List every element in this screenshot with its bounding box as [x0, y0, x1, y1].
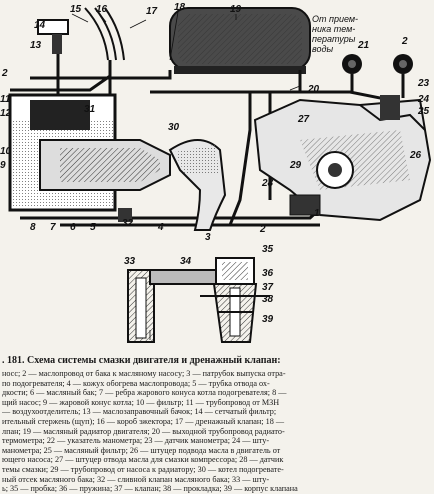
label-9: 9 [0, 160, 6, 171]
heater-boiler [39, 139, 227, 231]
figure-caption-title: . 181. Схема системы смазки двигателя и … [2, 355, 281, 366]
label-33: 33 [124, 256, 136, 267]
label-17: 17 [146, 6, 158, 17]
label-8: 8 [30, 222, 36, 233]
label-3: 3 [205, 232, 211, 243]
inset-line-3: пературы [312, 34, 356, 44]
caption-line: лпан; 19 — масляный радиатор двигателя; … [2, 426, 285, 436]
engine [253, 95, 432, 222]
label-6: 6 [70, 222, 76, 233]
label-4: 4 [157, 222, 164, 233]
caption-line: по подогревателя; 4 — кожух обогрева мас… [2, 378, 270, 388]
inset-line-2: ника тем- [312, 24, 355, 34]
label-35: 35 [262, 244, 274, 255]
label-28: 28 [261, 178, 274, 189]
label-34: 34 [180, 256, 192, 267]
oil-pump [118, 194, 321, 222]
ejector-box [84, 7, 125, 61]
caption-line: носс; 2 — маслопровод от бака к масляном… [2, 369, 286, 378]
thermometer-gauge [342, 54, 362, 74]
caption-line: темы смазки; 29 — трубопровод от насоса … [2, 464, 284, 474]
figure-caption-legend: носс; 2 — маслопровод от бака к масляном… [2, 369, 432, 494]
caption-line: — воздухоотделитель; 13 — маслозаправочн… [2, 407, 277, 417]
label-14: 14 [34, 20, 46, 31]
label-13: 13 [30, 40, 42, 51]
label-2-left: 2 [1, 68, 8, 79]
lubrication-diagram: 14 15 16 17 18 19 21 2 13 2 11 12 31 20 … [0, 2, 432, 343]
inset-line-4: воды [312, 44, 333, 54]
caption-line: дкости; 6 — масляный бак; 7 — ребра жаро… [2, 388, 287, 398]
label-21: 21 [357, 40, 370, 51]
label-31: 31 [84, 104, 96, 115]
caption-line: манометра; 25 — масляный фильтр; 26 — шт… [2, 445, 281, 455]
label-15: 15 [70, 4, 82, 15]
caption-line: ный отсек масляного бака; 32 — сливной к… [2, 474, 270, 484]
label-19: 19 [230, 4, 242, 15]
inset-line-1: От прием- [312, 14, 358, 24]
label-5: 5 [90, 222, 96, 233]
label-25: 25 [417, 106, 430, 117]
label-32: 32 [122, 218, 134, 229]
refilling-tank [37, 19, 69, 54]
label-7: 7 [50, 222, 56, 233]
label-10: 10 [0, 146, 12, 157]
caption-line: щий насос; 9 — жаровой конус котла; 10 —… [2, 397, 280, 407]
caption-line: ительный стержень (щуп); 16 — короб эжек… [2, 416, 285, 426]
label-38: 38 [262, 294, 274, 305]
label-2-bottom: 2 [259, 224, 266, 235]
label-24: 24 [417, 94, 430, 105]
label-27: 27 [297, 114, 310, 125]
label-23: 23 [417, 78, 430, 89]
pressure-gauge [393, 54, 413, 74]
leader-lines [71, 11, 301, 340]
label-18: 18 [174, 2, 186, 13]
label-20: 20 [307, 84, 320, 95]
label-37: 37 [262, 282, 274, 293]
label-39: 39 [262, 314, 274, 325]
caption-line: ь; 35 — пробка; 36 — пружина; 37 — клапа… [2, 484, 298, 494]
label-36: 36 [262, 268, 274, 279]
label-12: 12 [0, 108, 12, 119]
caption-line: ющего насоса; 27 — штуцер отвода масла д… [2, 455, 284, 465]
label-1: 1 [314, 208, 320, 219]
drain-valve-detail [127, 257, 270, 343]
oil-radiator [169, 7, 311, 74]
label-30: 30 [168, 122, 180, 133]
label-26: 26 [409, 150, 422, 161]
label-29: 29 [289, 160, 302, 171]
label-16: 16 [96, 4, 108, 15]
label-2-top: 2 [401, 36, 408, 47]
label-11: 11 [0, 94, 11, 105]
caption-line: термометра; 22 — указатель манометра; 23… [2, 436, 270, 446]
